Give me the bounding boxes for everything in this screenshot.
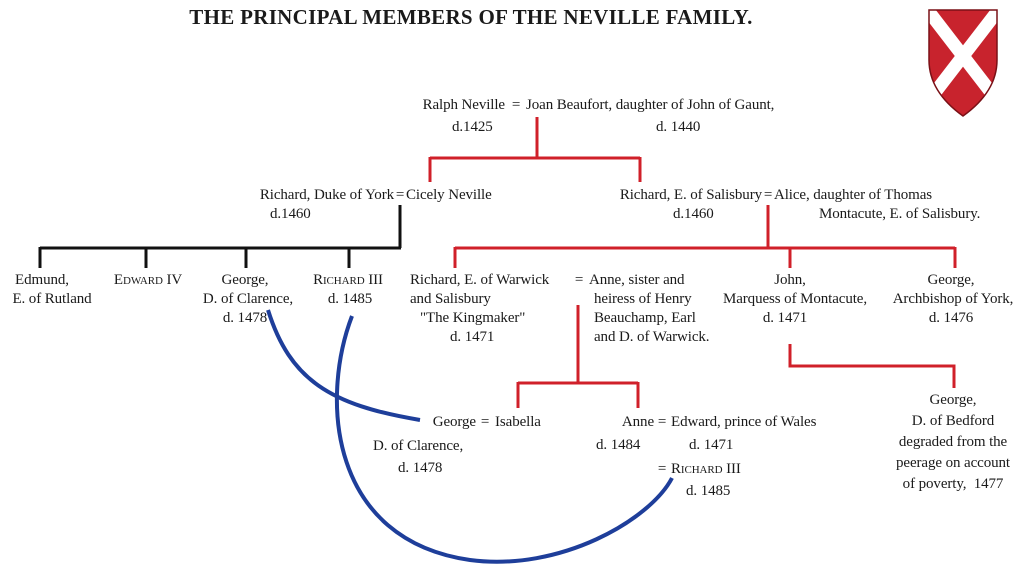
richard-earl-of-salisbury: Richard, E. of Salisbury: [619, 187, 762, 203]
richard-duke-of-york: Richard, Duke of York: [259, 187, 394, 203]
george-archbishop-title: Archbishop of York,: [892, 291, 1014, 307]
richard-duke-of-york-dates: d.1460: [270, 206, 311, 222]
cicely-neville: Cicely Neville: [406, 187, 492, 203]
george-bedford-line4: peerage on account: [896, 455, 1010, 471]
anne-beauchamp-line3: Beauchamp, Earl: [594, 310, 696, 326]
edmund-title: E. of Rutland: [12, 291, 92, 307]
edmund: Edmund,: [15, 272, 69, 288]
marriage-sign: =: [574, 272, 584, 288]
richard-iii-dates: d. 1485: [327, 291, 373, 307]
marriage-sign: =: [657, 461, 667, 477]
george-clarence-lower-title: D. of Clarence,: [373, 438, 464, 454]
warwick-dates: d. 1471: [450, 329, 495, 345]
anne-beauchamp: Anne, sister and: [589, 272, 685, 288]
joan-beaufort-dates: d. 1440: [656, 119, 701, 135]
john-montacute-dates: d. 1471: [762, 310, 808, 326]
marriage-sign: =: [511, 97, 521, 113]
page-title: THE PRINCIPAL MEMBERS OF THE NEVILLE FAM…: [189, 5, 753, 29]
john-bedford-descent-line: [788, 344, 956, 388]
anne-neville-dates: d. 1484: [596, 437, 641, 453]
shield-icon: [928, 9, 998, 117]
marriage-sign: =: [480, 414, 490, 430]
george-bedford: George,: [929, 392, 977, 408]
george-archbishop: George,: [927, 272, 975, 288]
anne-beauchamp-line4: and D. of Warwick.: [594, 329, 710, 345]
anne-neville: Anne: [621, 414, 654, 430]
edward-prince-of-wales-dates: d. 1471: [689, 437, 734, 453]
ralph-neville: Ralph Neville: [422, 97, 506, 113]
richard-earl-of-salisbury-dates: d.1460: [673, 206, 714, 222]
marriage-sign: =: [395, 187, 405, 203]
joan-beaufort: Joan Beaufort, daughter of John of Gaunt…: [526, 97, 775, 113]
george-archbishop-dates: d. 1476: [928, 310, 974, 326]
richard-iii-identity-arc: [334, 315, 674, 564]
john-montacute: John,: [774, 272, 806, 288]
marriage-sign: =: [657, 414, 667, 430]
richard-iii-lower: Richard III: [671, 461, 741, 477]
alice-montacute-line2: Montacute, E. of Salisbury.: [819, 206, 981, 222]
richard-iii: Richard III: [313, 272, 383, 288]
warwick-anne-descent-line: [516, 305, 640, 408]
john-montacute-title: Marquess of Montacute,: [722, 291, 868, 307]
george-clarence-identity-arc: [266, 309, 421, 422]
george-bedford-title: D. of Bedford: [911, 413, 995, 429]
york-cicely-descent-line: [38, 205, 402, 268]
george-clarence-title: D. of Clarence,: [202, 291, 294, 307]
george-bedford-line5: of poverty, 1477: [902, 476, 1004, 492]
anne-beauchamp-line2: heiress of Henry: [594, 291, 692, 307]
isabella: Isabella: [495, 414, 541, 430]
george-bedford-line3: degraded from the: [898, 434, 1008, 450]
george-clarence-lower: George: [432, 414, 476, 430]
richard-iii-lower-dates: d. 1485: [686, 483, 731, 499]
edward-prince-of-wales: Edward, prince of Wales: [671, 414, 817, 430]
george-clarence-lower-dates: d. 1478: [398, 460, 443, 476]
warwick-line3: "The Kingmaker": [420, 310, 526, 326]
warwick-line2: and Salisbury: [410, 291, 491, 307]
alice-montacute: Alice, daughter of Thomas: [774, 187, 933, 203]
marriage-sign: =: [763, 187, 773, 203]
salisbury-alice-descent-line: [453, 205, 957, 268]
ralph-joan-descent-line: [428, 117, 642, 182]
edward-iv: Edward IV: [113, 272, 183, 288]
george-clarence: George,: [221, 272, 269, 288]
warwick-kingmaker: Richard, E. of Warwick: [410, 272, 550, 288]
ralph-neville-dates: d.1425: [452, 119, 493, 135]
george-clarence-dates: d. 1478: [222, 310, 268, 326]
